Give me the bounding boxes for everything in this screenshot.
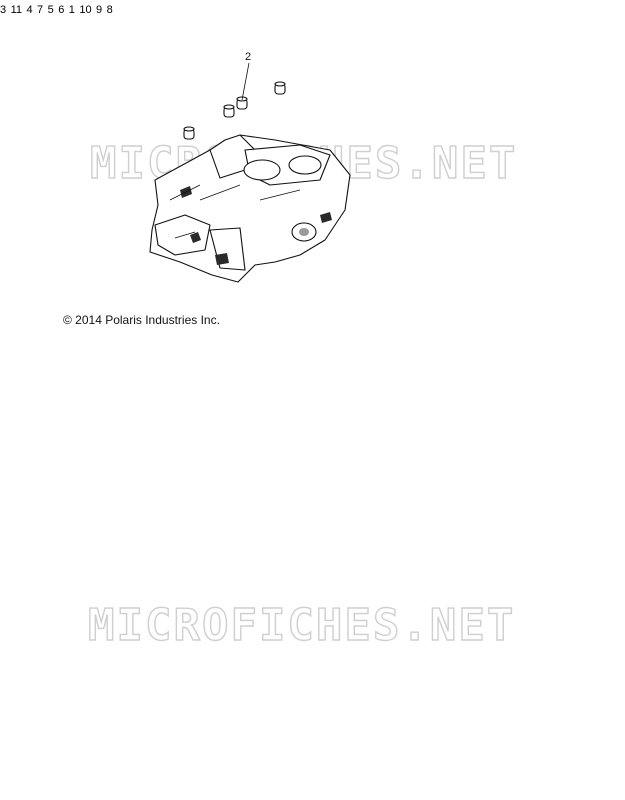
callout-1: 1 <box>68 4 75 16</box>
bracket-1: 1 10 9 8 © 2014 Polaris Industries Inc. … <box>63 0 220 327</box>
copyright-notice: © 2014 Polaris Industries Inc. <box>63 313 220 327</box>
leader-3a: 3 11 4 7 5 6 1 <box>0 0 220 327</box>
leader-3b: 3 11 4 7 5 6 1 <box>0 0 220 327</box>
callout-11: 11 <box>10 4 22 16</box>
leader-6: 6 1 10 9 8 © 2014 Polaris Industries Inc… <box>58 0 220 327</box>
callout-10: 10 <box>79 4 92 16</box>
callout-6: 6 <box>58 4 65 16</box>
watermark-bottom: MICROFICHES.NET <box>88 600 515 651</box>
callout-2: 2 <box>245 51 251 63</box>
callout-4: 4 <box>26 4 33 16</box>
leader-11: 11 4 7 5 6 1 10 <box>10 0 220 327</box>
leader-2 <box>241 62 250 101</box>
leader-10: 10 9 8 © 2014 Polaris Industries Inc. co… <box>63 0 220 327</box>
callout-8: 8 <box>106 4 113 16</box>
callout-9: 9 <box>96 4 103 16</box>
callout-7: 7 <box>37 4 44 16</box>
upper-crankcase <box>149 134 351 283</box>
leader-5: 5 6 1 10 9 8 © 2014 Polaris Industries I… <box>47 0 220 327</box>
dowel-pins-upper <box>183 81 286 140</box>
leader-9: 9 8 © 2014 Polaris Industries Inc. const… <box>63 0 220 327</box>
leader-7: 7 5 6 1 10 9 8 © 2014 Polaris Industries… <box>37 0 220 327</box>
callout-5: 5 <box>47 4 54 16</box>
callout-3: 3 <box>0 4 7 16</box>
leader-4: 4 7 5 6 1 10 9 <box>26 0 220 327</box>
leader-8: 8 © 2014 Polaris Industries Inc. const d… <box>63 0 220 327</box>
